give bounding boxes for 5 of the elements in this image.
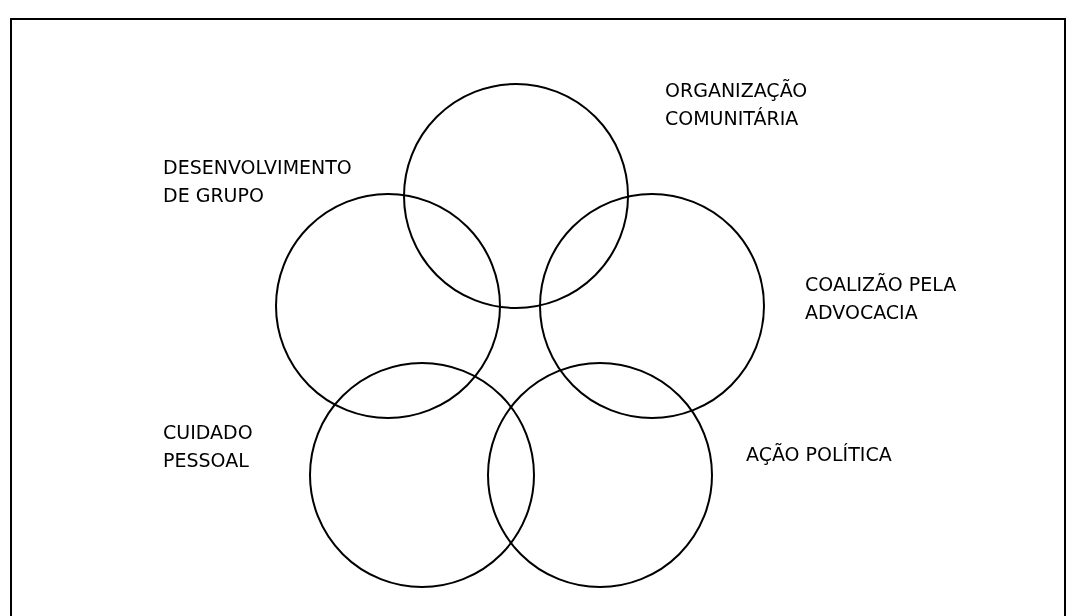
circle-label: CUIDADO PESSOAL bbox=[163, 420, 254, 473]
circle-label: DESENVOLVIMENTO DE GRUPO bbox=[163, 155, 353, 208]
circle-label: COALIZÃO PELA ADVOCACIA bbox=[805, 272, 958, 325]
circle-label: AÇÃO POLÍTICA bbox=[746, 442, 893, 467]
circle-label: ORGANIZAÇÃO COMUNITÁRIA bbox=[665, 78, 809, 131]
